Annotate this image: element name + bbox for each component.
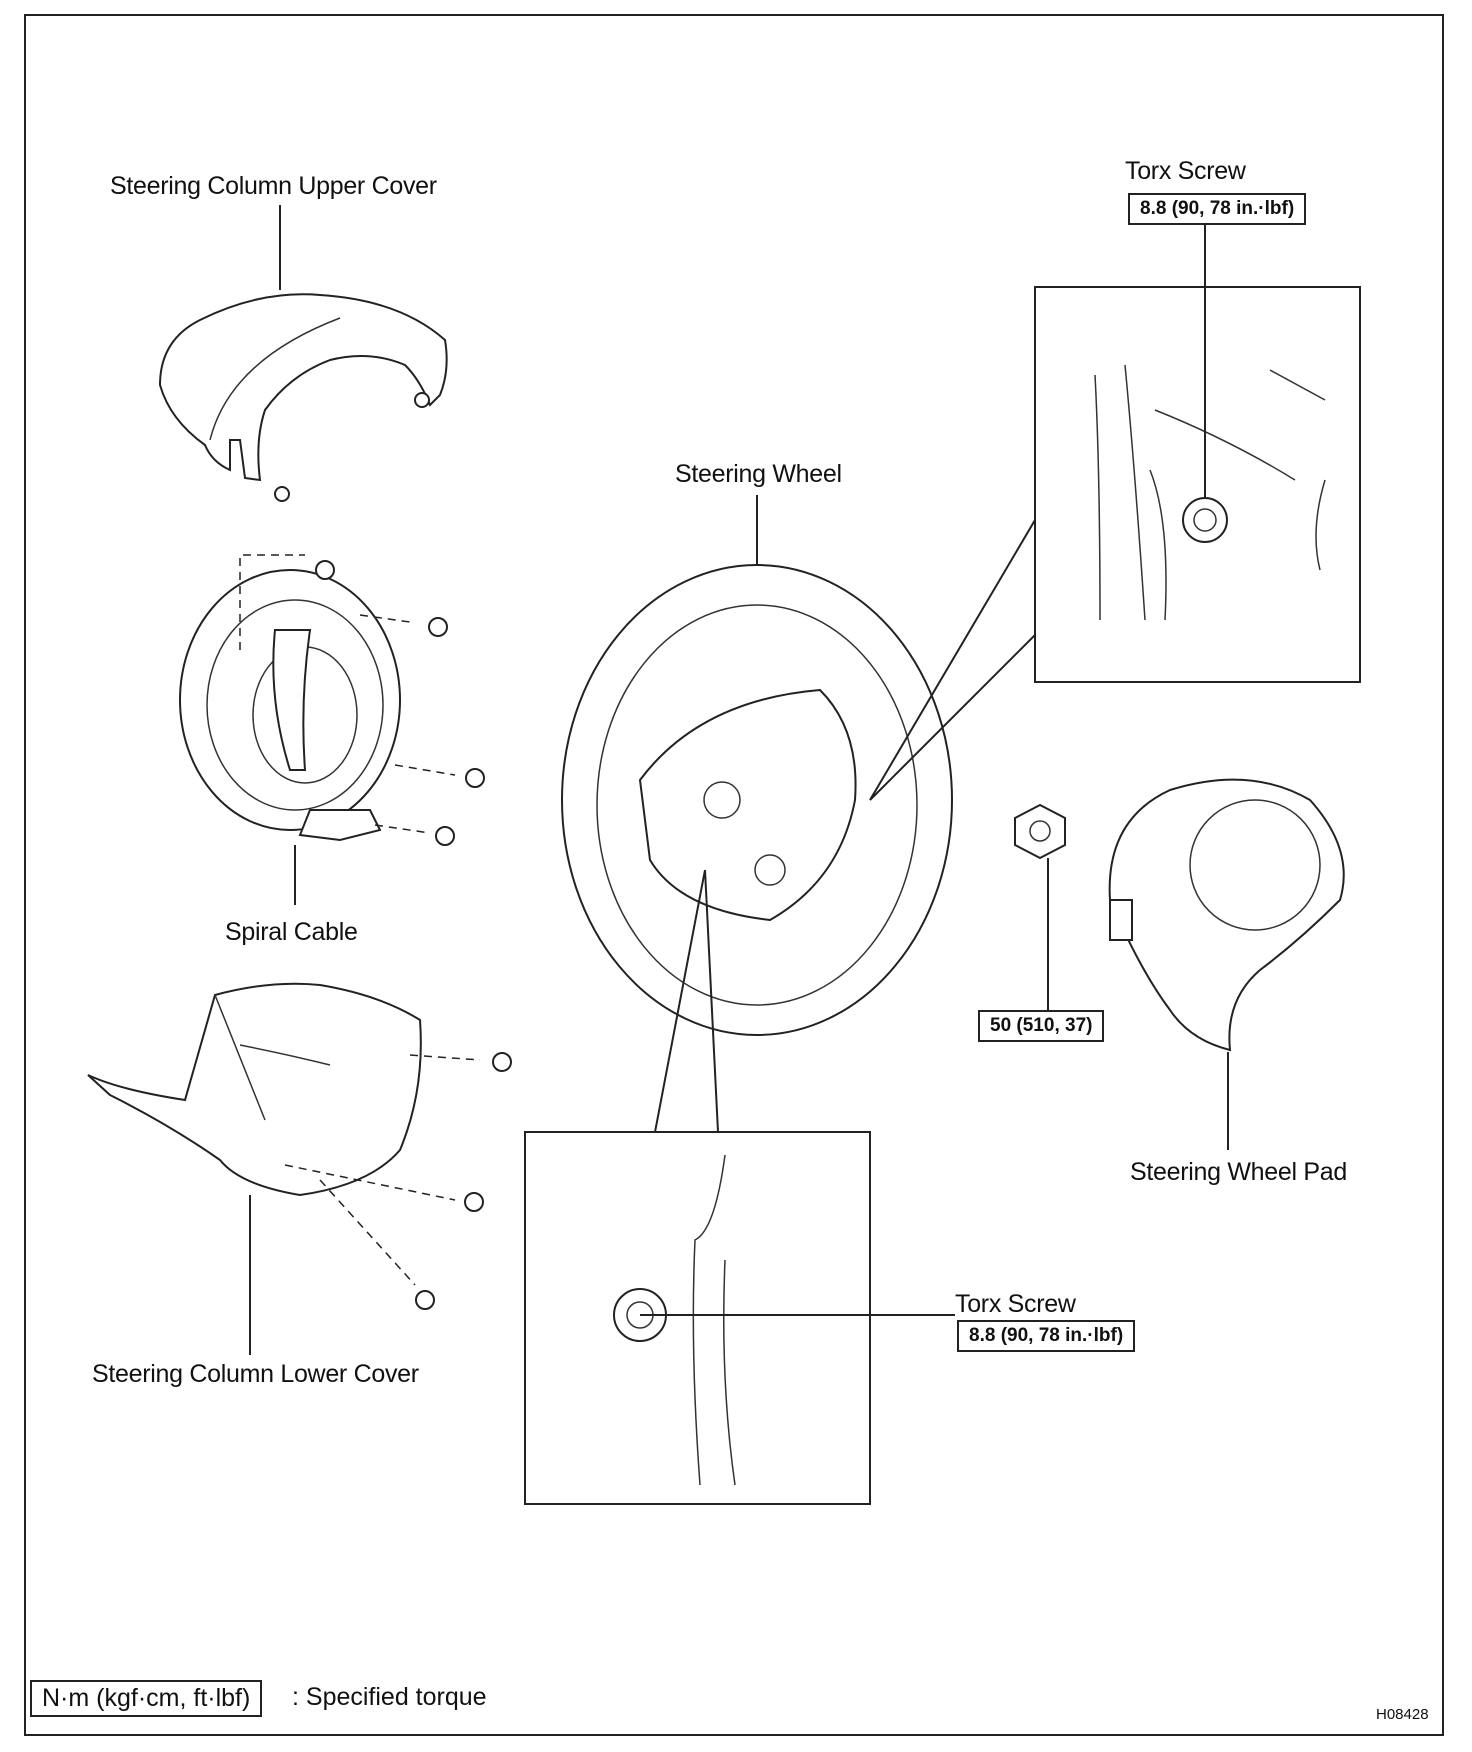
label-torx-screw-top: Torx Screw	[1125, 157, 1246, 185]
torque-box-nut: 50 (510, 37)	[978, 1010, 1105, 1042]
legend-unit-box: N·m (kgf·cm, ft·lbf)	[30, 1680, 263, 1717]
detail-box-top	[1034, 220, 1361, 683]
legend-description: : Specified torque	[292, 1683, 487, 1711]
spiral-cable-drawing	[179, 554, 485, 905]
label-steering-wheel: Steering Wheel	[675, 460, 842, 488]
label-upper-cover: Steering Column Upper Cover	[110, 172, 437, 200]
torque-box-torx-top: 8.8 (90, 78 in.·lbf)	[1128, 193, 1307, 225]
wheel-pad-drawing	[1108, 778, 1345, 1150]
torque-box-torx-bottom: 8.8 (90, 78 in.·lbf)	[957, 1320, 1136, 1352]
label-lower-cover: Steering Column Lower Cover	[92, 1360, 419, 1388]
detail-box-bottom	[524, 1131, 955, 1505]
lower-cover-drawing	[87, 982, 512, 1355]
label-wheel-pad: Steering Wheel Pad	[1130, 1158, 1347, 1186]
figure-id: H08428	[1376, 1706, 1429, 1723]
label-spiral-cable: Spiral Cable	[225, 918, 358, 946]
nut-drawing	[1014, 803, 1066, 1010]
diagram-frame	[24, 14, 1444, 1736]
steering-wheel-drawing	[561, 495, 1036, 1133]
label-torx-screw-bottom: Torx Screw	[955, 1290, 1076, 1318]
upper-cover-drawing	[158, 205, 448, 502]
